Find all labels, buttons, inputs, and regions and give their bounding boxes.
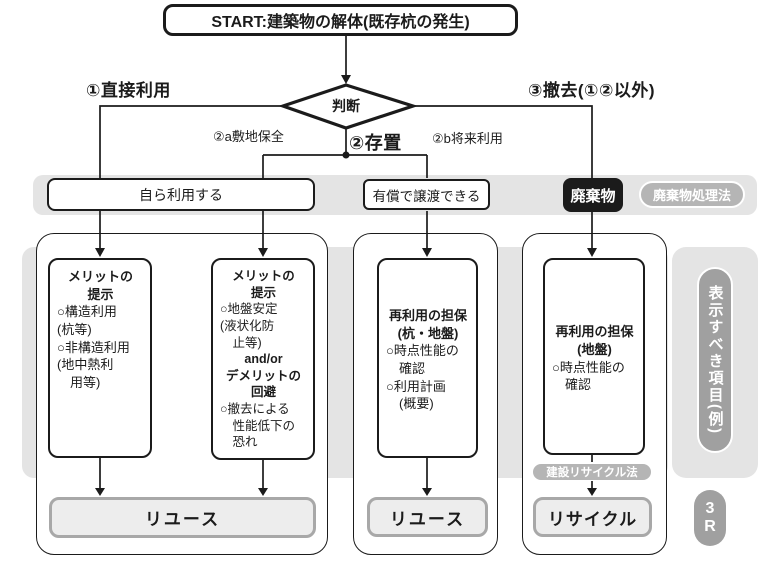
reuse-guarantee-pile-ground-body: ○時点性能の 確認 ○利用計画 (概要)	[386, 343, 459, 412]
reuse-guarantee-pile-ground-box: 再利用の担保 (杭・地盤) ○時点性能の 確認 ○利用計画 (概要)	[377, 258, 478, 458]
display-items-label: 表示すべき項目(例)	[706, 285, 724, 435]
reuse-guarantee-ground-heading: 再利用の担保 (地盤)	[555, 324, 634, 357]
merit-box-site-preservation: メリットの 提示 ○地盤安定 (液状化防 止等) and/or デメリットの 回…	[211, 258, 315, 460]
waste-label: 廃棄物	[570, 187, 616, 205]
merit2-body1: ○地盤安定 (液状化防 止等)	[220, 302, 278, 350]
merit2-heading2: デメリットの 回避	[225, 368, 301, 400]
branch-removal-label: ③撤去(①②以外)	[528, 81, 656, 100]
branch-future-use-label: ②b将来利用	[432, 131, 503, 146]
branch-site-preservation-label: ②a敷地保全	[213, 129, 284, 144]
self-use-node: 自ら利用する	[47, 178, 315, 211]
construction-recycle-law-label: 建設リサイクル法	[546, 467, 638, 479]
start-node: START:建築物の解体(既存杭の発生)	[163, 4, 518, 36]
start-title: START:建築物の解体(既存杭の発生)	[211, 14, 470, 31]
reuse-guarantee-pile-ground-heading: 再利用の担保 (杭・地盤)	[388, 307, 467, 341]
outcome-reuse-left: リユース	[49, 497, 316, 538]
branch-direct-use-label: ①直接利用	[86, 81, 171, 100]
display-items-pill: 表示すべき項目(例)	[697, 267, 733, 453]
outcome-reuse-middle-label: リユース	[389, 509, 466, 529]
paid-transfer-label: 有償で譲渡できる	[372, 188, 481, 204]
paid-transfer-node: 有償で譲渡できる	[363, 179, 490, 210]
waste-disposal-law-label: 廃棄物処理法	[652, 188, 731, 203]
merit2-andor: and/or	[244, 352, 283, 367]
merit2-body2: ○撤去による 性能低下の 恐れ	[220, 402, 296, 450]
self-use-label: 自ら利用する	[139, 186, 223, 203]
waste-node: 廃棄物	[563, 178, 623, 212]
waste-disposal-law-pill: 廃棄物処理法	[639, 181, 745, 208]
merit1-body: ○構造利用 (杭等) ○非構造利用 (地中熱利 用等)	[57, 304, 130, 391]
outcome-reuse-middle: リユース	[367, 497, 488, 537]
outcome-recycle: リサイクル	[533, 497, 652, 537]
merit-box-direct-use: メリットの 提示 ○構造利用 (杭等) ○非構造利用 (地中熱利 用等)	[48, 258, 152, 458]
decision-label: 判断	[332, 98, 360, 114]
merit2-heading: メリットの 提示	[232, 269, 295, 300]
reuse-guarantee-ground-body: ○時点性能の 確認	[552, 359, 625, 393]
branch-leave-in-place-label: ②存置	[349, 133, 402, 153]
three-r-badge: 3 R	[694, 490, 726, 546]
merit1-heading: メリットの 提示	[67, 269, 133, 302]
reuse-guarantee-ground-box: 再利用の担保 (地盤) ○時点性能の 確認	[543, 258, 645, 455]
outcome-recycle-label: リサイクル	[547, 509, 638, 529]
construction-recycle-law-pill: 建設リサイクル法	[531, 462, 653, 482]
outcome-reuse-left-label: リユース	[144, 510, 221, 529]
